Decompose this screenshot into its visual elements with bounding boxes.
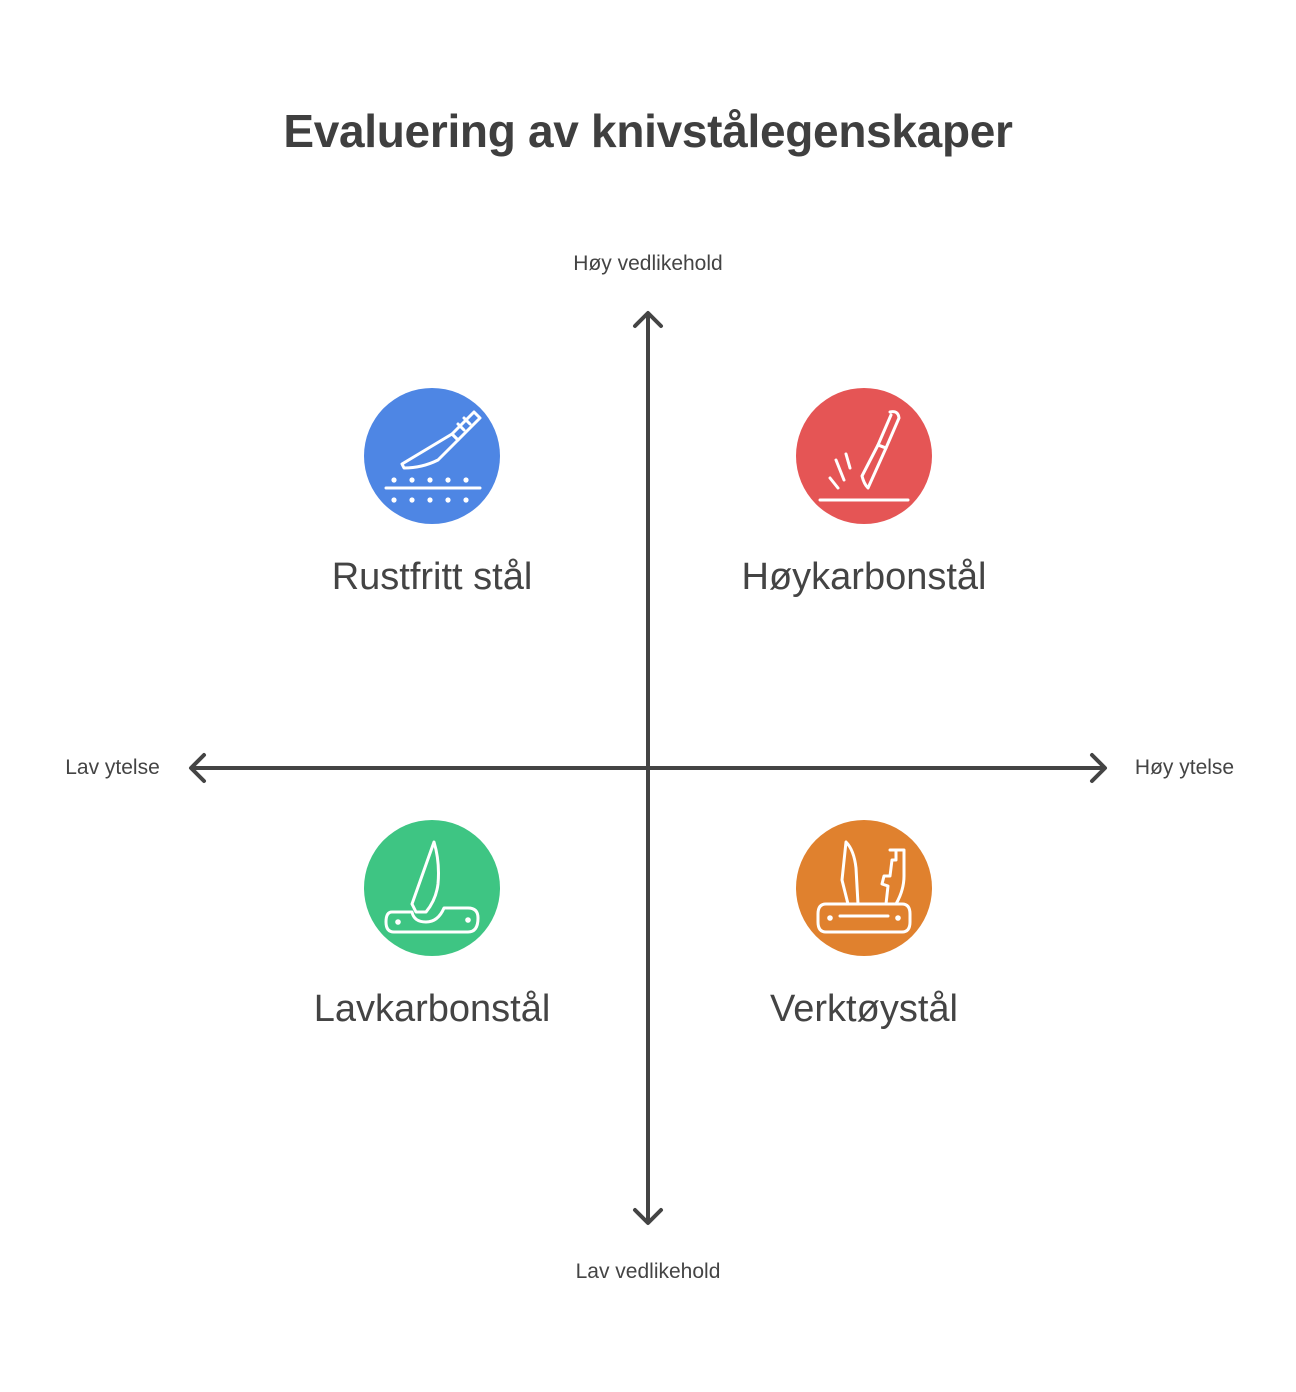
knife-strike-icon [818, 410, 910, 502]
quadrant-low-carbon-steel: Lavkarbonstål [252, 820, 612, 1031]
page-title: Evaluering av knivstålegenskaper [283, 105, 1013, 157]
axis-label-top: Høy vedlikehold [573, 252, 723, 275]
multitool-knife-icon [816, 840, 912, 934]
arrow-left [189, 753, 206, 783]
quadrant-high-carbon-steel: Høykarbonstål [684, 388, 1044, 599]
quadrant-tool-steel: Verktøystål [684, 820, 1044, 1031]
axis-label-bottom: Lav vedlikehold [575, 1260, 721, 1283]
folding-knife-icon [384, 840, 480, 934]
arrow-down [633, 1208, 663, 1225]
quadrant-stainless-steel: Rustfritt stål [252, 388, 612, 599]
axis-label-left: Lav ytelse [65, 756, 160, 779]
axis-label-right: Høy ytelse [1134, 756, 1235, 779]
arrow-right [1090, 753, 1107, 783]
quadrant-icon-circle [364, 820, 500, 956]
quadrant-icon-circle [364, 388, 500, 524]
quadrant-icon-circle [796, 820, 932, 956]
quadrant-label: Rustfritt stål [331, 556, 533, 598]
quadrant-icon-circle [796, 388, 932, 524]
quadrant-label: Høykarbonstål [741, 556, 987, 598]
arrow-up [633, 311, 663, 328]
quadrant-label: Lavkarbonstål [313, 988, 551, 1030]
quadrant-label: Verktøystål [770, 988, 958, 1030]
knife-cutting-icon [384, 410, 482, 503]
